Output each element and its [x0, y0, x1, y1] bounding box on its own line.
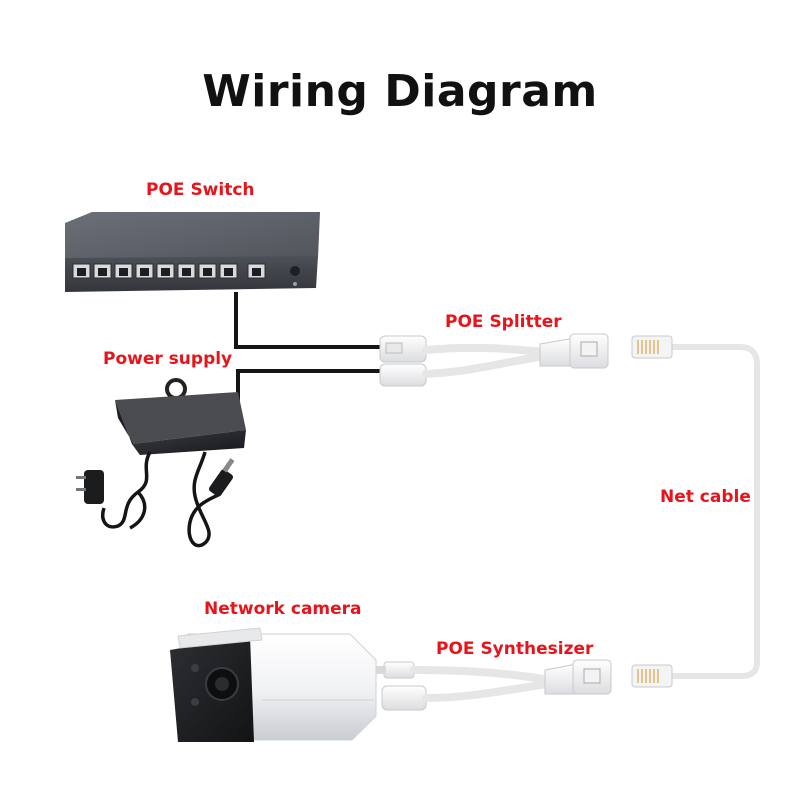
- switch-port-opening: [224, 268, 233, 276]
- switch-port-opening: [119, 268, 128, 276]
- network-camera: [170, 627, 377, 742]
- dc-plug: [208, 469, 234, 497]
- psu-front: [132, 430, 246, 455]
- ir-led-1: [191, 664, 199, 672]
- psu-hanger: [165, 378, 187, 400]
- ac-plug-prong-1: [76, 476, 86, 479]
- power-jack: [290, 266, 300, 276]
- socket-opening: [580, 341, 598, 357]
- psu-dc-cord: [187, 451, 219, 548]
- power-supply-label: Power supply: [103, 349, 233, 369]
- poe-splitter-label: POE Splitter: [445, 312, 562, 332]
- ir-led-2: [191, 698, 199, 706]
- synth-socket-opening: [583, 668, 601, 684]
- splitter-dc-plug: [379, 363, 427, 387]
- psu-ac-cord-loop: [129, 490, 147, 530]
- switch-top: [65, 212, 320, 262]
- switch-port-opening: [252, 268, 261, 276]
- rj45-bottom-pins: [637, 669, 659, 683]
- camera-sunshield: [177, 627, 263, 649]
- synth-dc-jack: [383, 661, 415, 679]
- net-cable: [631, 335, 760, 688]
- poe-switch: [65, 212, 320, 292]
- switch-port-opening: [182, 268, 191, 276]
- poe-splitter: [379, 333, 609, 387]
- synth-dc-tip: [376, 666, 386, 674]
- synth-cable-b: [422, 680, 552, 702]
- switch-port-opening: [161, 268, 170, 276]
- poe-synthesizer-label: POE Synthesizer: [436, 639, 594, 659]
- network-camera-label: Network camera: [204, 599, 362, 619]
- ac-plug: [84, 470, 104, 504]
- switch-port-opening: [140, 268, 149, 276]
- switch-port-opening: [77, 268, 86, 276]
- psu-ac-cord: [101, 451, 152, 529]
- poe-switch-label: POE Switch: [146, 180, 255, 200]
- switch-to-splitter-cable: [234, 292, 383, 349]
- ac-plug-prong-2: [76, 488, 86, 491]
- poe-synthesizer: [376, 659, 612, 711]
- status-led: [293, 282, 297, 286]
- splitter-cable-b: [422, 352, 549, 378]
- power-supply: [76, 378, 246, 548]
- psu-top: [115, 392, 246, 444]
- synth-rj45-plug: [381, 685, 427, 711]
- net-cable-label: Net cable: [660, 487, 751, 507]
- rj45-top-pins: [637, 340, 659, 354]
- switch-port-opening: [98, 268, 107, 276]
- camera-lens-center: [215, 677, 229, 691]
- synth-cable-a: [410, 666, 552, 684]
- switch-ports: [72, 263, 266, 279]
- diagram-title: Wiring Diagram: [202, 66, 598, 117]
- splitter-cable-a: [422, 343, 549, 356]
- power-to-splitter-cable: [236, 369, 383, 440]
- net-cable-line: [672, 344, 760, 679]
- dc-plug-tip: [222, 458, 235, 473]
- splitter-plug-tab: [385, 342, 403, 354]
- switch-port-opening: [203, 268, 212, 276]
